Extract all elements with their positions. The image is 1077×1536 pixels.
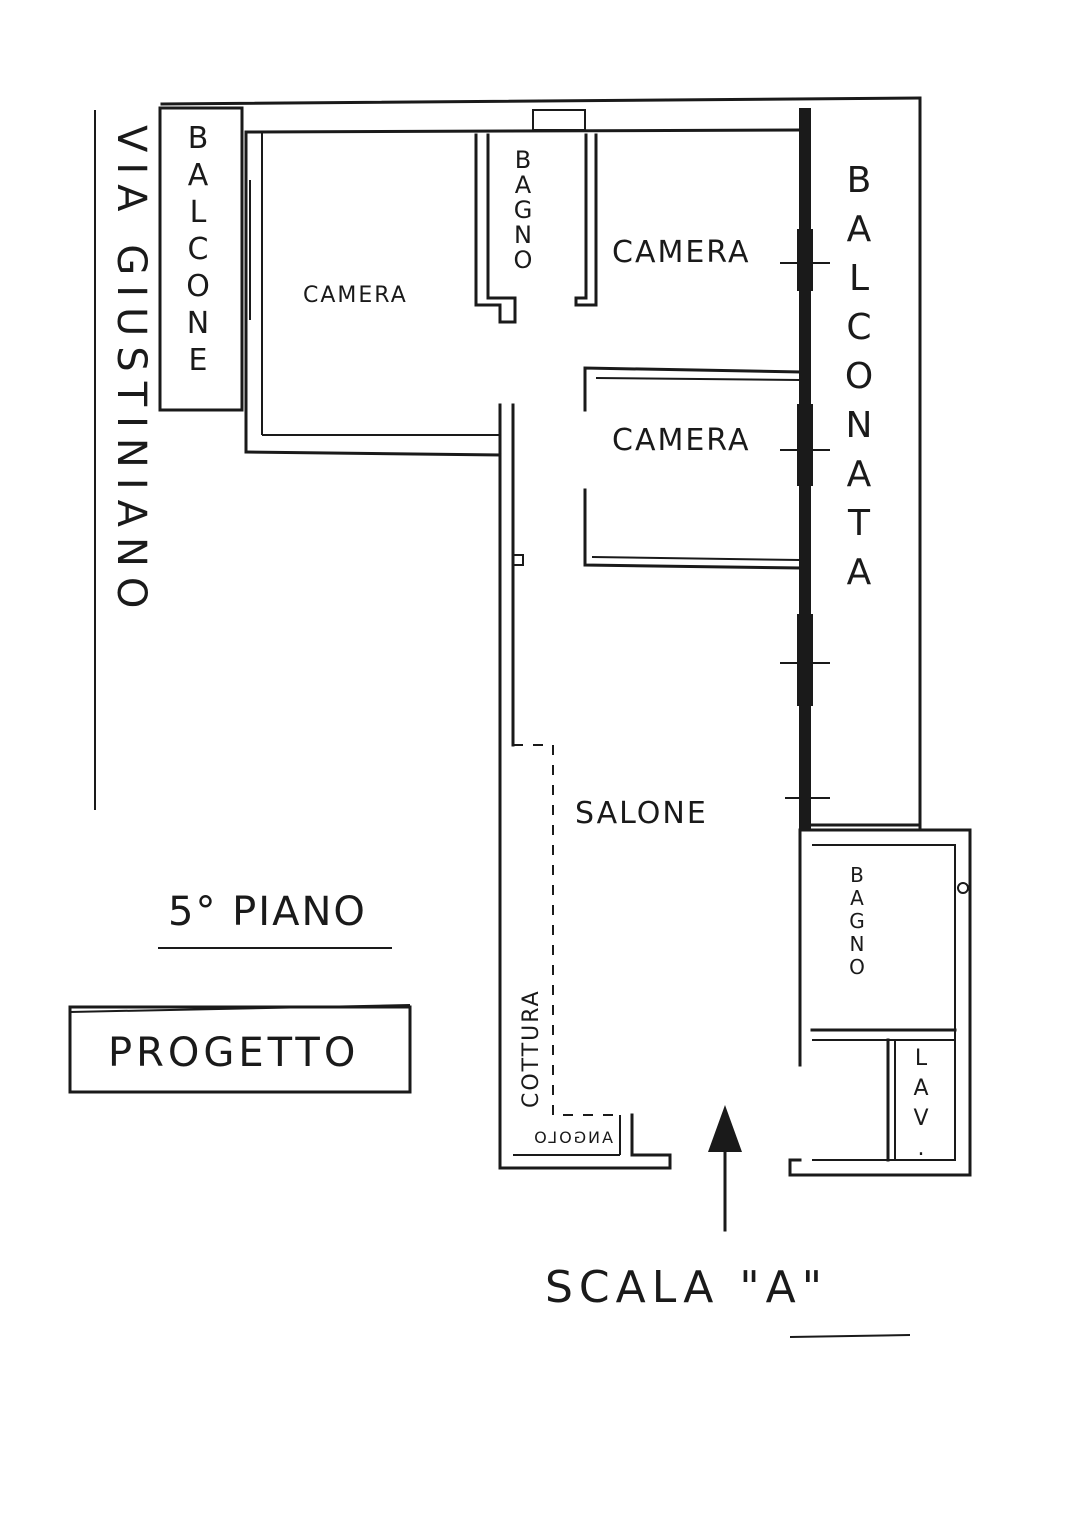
left-room-bottom-wall	[244, 450, 502, 457]
bagno1-letter: O	[514, 246, 535, 274]
staircase-underline	[789, 1334, 911, 1338]
balconata-letter: A	[847, 454, 874, 495]
cottura-label: COTTURA	[519, 989, 544, 1108]
top-window	[532, 109, 586, 131]
bagno2-letter: A	[850, 886, 866, 910]
bagno1-letter: G	[514, 196, 535, 224]
camera-2-label: CAMERA	[612, 235, 750, 270]
bagno2-letter: B	[850, 863, 866, 887]
balcone-letter: L	[190, 195, 209, 230]
lav-letter: .	[918, 1136, 927, 1161]
window-2	[797, 404, 813, 486]
bagno1-letter: N	[514, 221, 534, 249]
balcone-letter: E	[189, 343, 210, 378]
balcone-letter: B	[188, 121, 211, 156]
lav-letter: L	[915, 1046, 929, 1071]
window-1	[797, 229, 813, 291]
balcone-outline	[158, 106, 244, 412]
bottom-left-wall	[498, 1113, 672, 1170]
bagno2-letter: O	[849, 955, 867, 979]
wall-marker	[512, 554, 524, 566]
camera-3-bottom-inner	[591, 556, 801, 561]
bagno2-letter: N	[850, 932, 867, 956]
angolo-label: ANGOLO	[532, 1128, 613, 1147]
lav-letter: V	[913, 1106, 930, 1131]
stamp-label: PROGETTO	[108, 1030, 359, 1076]
stamp-box	[68, 1005, 412, 1094]
balcone-letter: N	[187, 306, 211, 341]
balconata-letter: L	[849, 258, 871, 299]
salone-label: SALONE	[575, 796, 708, 831]
bagno-1-left-wall	[474, 133, 517, 324]
balcone-letter: A	[188, 158, 211, 193]
bagno2-letter: G	[849, 909, 867, 933]
window-3	[797, 614, 813, 706]
bagno-2-inner-wall	[812, 844, 956, 1161]
entrance-arrow-head	[708, 1105, 742, 1152]
lav-letter: A	[913, 1076, 930, 1101]
camera-3-label: CAMERA	[612, 423, 750, 458]
bagno-2-fixture	[957, 882, 969, 894]
camera-3-top-inner	[595, 377, 801, 381]
bagno1-letter: A	[515, 171, 533, 199]
balconata-letter: C	[846, 307, 873, 348]
balconata-letter: A	[847, 552, 874, 593]
balconata-letter: A	[847, 209, 874, 250]
camera-3-top-wall	[583, 366, 802, 412]
balconata-letter: N	[846, 405, 875, 446]
staircase-label: SCALA "A"	[545, 1262, 828, 1313]
balconata-letter: O	[845, 356, 875, 397]
floor-label: 5° PIANO	[168, 889, 367, 935]
balcone-letter: C	[188, 232, 211, 267]
balconata-letter: B	[847, 160, 874, 201]
top-wall	[160, 96, 922, 106]
bagno1-letter: B	[515, 146, 533, 174]
camera-3-bottom-wall	[583, 488, 802, 570]
camera-1-label: CAMERA	[303, 283, 408, 308]
balconata-letter: T	[847, 503, 872, 544]
bagno-2-outer-wall	[788, 828, 972, 1177]
bagno-1-right-wall	[574, 133, 598, 307]
lav-label: LAV.	[913, 1046, 930, 1161]
top-inner-wall	[244, 128, 802, 134]
street-label: VIA GIUSTINIANO	[108, 125, 154, 618]
balcone-letter: O	[186, 269, 212, 304]
cottura-partition	[513, 744, 620, 1116]
stamp-box-top-stroke	[69, 1004, 411, 1013]
